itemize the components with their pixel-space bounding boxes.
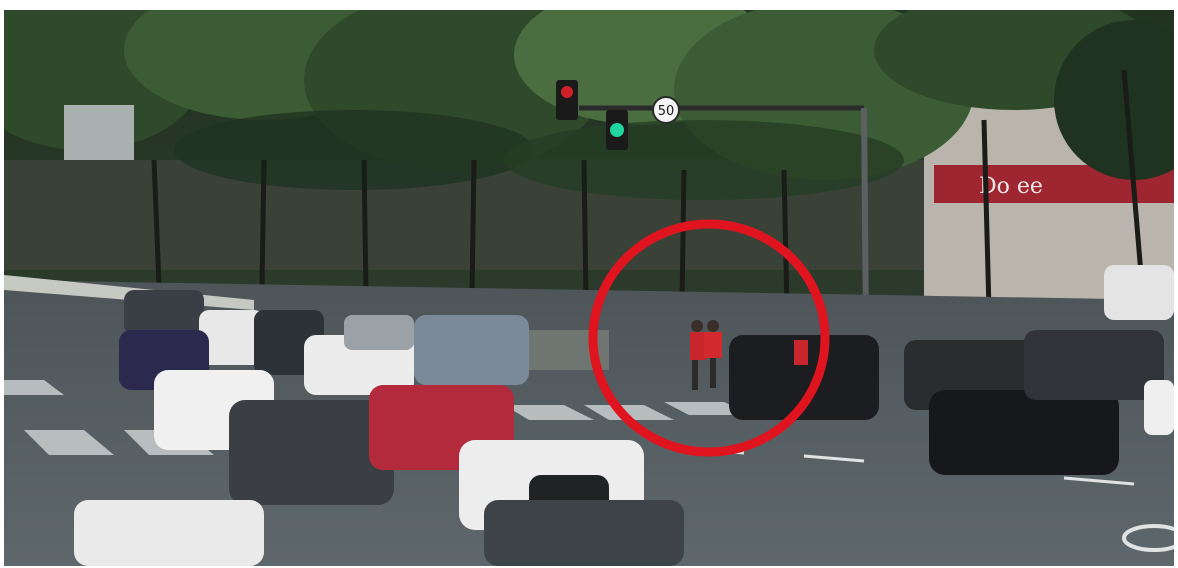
billboard xyxy=(64,105,134,160)
speed-limit-sign-icon: 50 xyxy=(652,96,680,124)
traffic-light-gantry: 50 xyxy=(556,80,869,331)
tree-trunks xyxy=(151,69,1147,311)
traffic-light-icon xyxy=(556,80,628,150)
tree-canopy xyxy=(4,10,1174,200)
pedestrians xyxy=(690,320,808,390)
annotation-circle xyxy=(588,219,830,457)
car-traffic xyxy=(74,265,1174,566)
photo-frame: Do ee xyxy=(4,10,1174,566)
storefront-text: Do ee xyxy=(979,174,1043,199)
speed-limit-text: 50 xyxy=(658,104,675,119)
street-scene: Do ee xyxy=(4,10,1174,566)
road-arrow-marking xyxy=(1122,524,1174,552)
